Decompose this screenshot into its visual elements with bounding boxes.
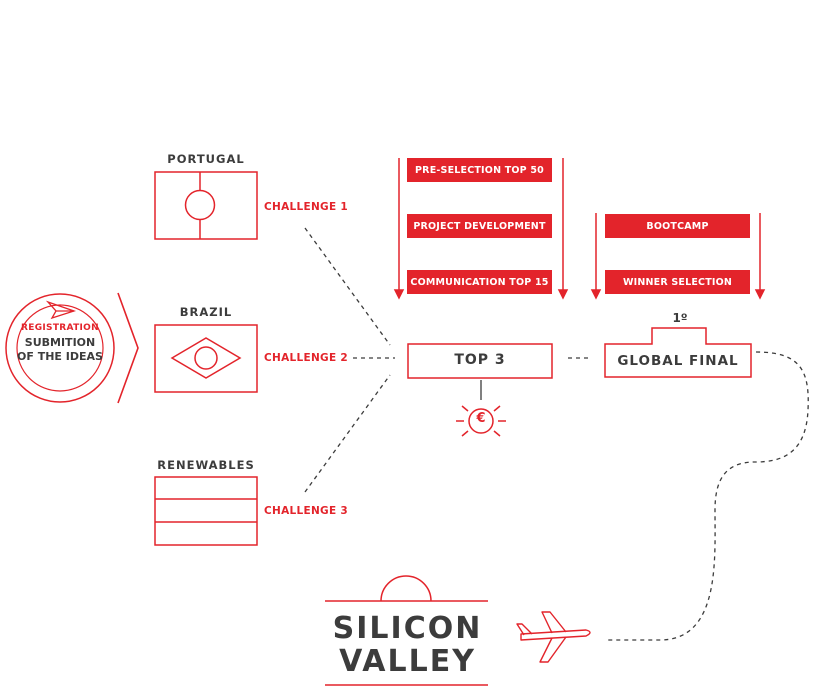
podium-first-label: 1º	[672, 311, 688, 325]
registration-label: REGISTRATION	[21, 323, 99, 333]
challenge-2-label: CHALLENGE 2	[264, 352, 349, 364]
silicon-valley-line1: SILICON	[332, 611, 483, 646]
step-project-development: PROJECT DEVELOPMENT	[407, 214, 552, 238]
registration-badge	[5, 293, 115, 403]
euro-coin-icon	[456, 405, 506, 437]
paper-plane-icon	[45, 300, 77, 320]
phase2-arrows	[590, 213, 766, 300]
portugal-flag-icon	[154, 171, 258, 240]
phase1-arrows	[393, 158, 569, 300]
challenge-connectors	[304, 227, 395, 493]
step-communication: COMMUNICATION TOP 15	[407, 270, 552, 294]
category-portugal-label: PORTUGAL	[167, 152, 245, 166]
route-to-silicon-valley	[608, 351, 809, 641]
step-winner-selection: WINNER SELECTION	[605, 270, 750, 294]
registration-line2: OF THE IDEAS	[17, 350, 103, 363]
step-bootcamp: BOOTCAMP	[605, 214, 750, 238]
challenge-3-label: CHALLENGE 3	[264, 505, 349, 517]
global-final-label: GLOBAL FINAL	[617, 353, 739, 369]
silicon-valley-line2: VALLEY	[339, 644, 476, 679]
top3-label: TOP 3	[454, 352, 506, 368]
silicon-valley-sign	[325, 575, 488, 686]
euro-symbol: €	[476, 411, 486, 426]
renewables-stripes-icon	[154, 476, 258, 546]
challenge-1-label: CHALLENGE 1	[264, 201, 349, 213]
chevron-right-icon	[117, 292, 139, 404]
top3-box	[407, 343, 553, 379]
podium-icon	[604, 327, 752, 378]
brazil-flag-icon	[154, 324, 258, 393]
registration-line1: SUBMITION	[24, 336, 96, 349]
step-preselection: PRE-SELECTION TOP 50	[407, 158, 552, 182]
airplane-icon	[516, 611, 591, 663]
category-renewables-label: RENEWABLES	[157, 458, 255, 472]
category-brazil-label: BRAZIL	[179, 305, 233, 319]
